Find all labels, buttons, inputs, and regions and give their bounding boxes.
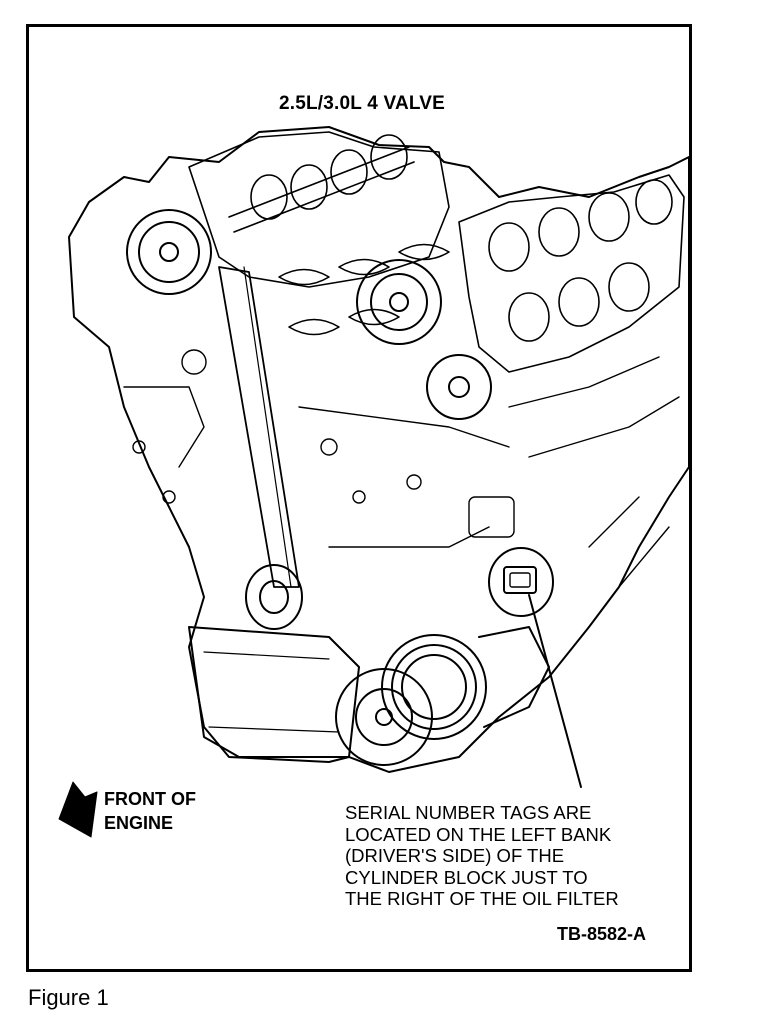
accessory-pulley bbox=[381, 626, 550, 740]
crankshaft-nose bbox=[245, 564, 303, 630]
front-label-line: ENGINE bbox=[104, 813, 174, 833]
oil-filter-area bbox=[488, 547, 554, 617]
engine-illustration bbox=[58, 126, 689, 838]
figure-title: 2.5L/3.0L 4 VALVE bbox=[278, 93, 446, 114]
drawing-code: TB-8582-A bbox=[557, 924, 647, 944]
left-head bbox=[188, 131, 450, 288]
oil-pan bbox=[188, 626, 360, 758]
front-of-engine-label: FRONT OF ENGINE bbox=[104, 787, 196, 835]
figure-caption: Figure 1 bbox=[28, 985, 109, 1010]
engine-block-outline bbox=[68, 126, 689, 773]
figure-frame: 2.5L/3.0L 4 VALVE FRONT OF ENGINE SERIAL… bbox=[26, 24, 692, 972]
left-cam-sprocket bbox=[126, 209, 212, 295]
block-details bbox=[123, 349, 680, 588]
note-line: CYLINDER BLOCK JUST TO bbox=[345, 866, 588, 888]
serial-number-note: SERIAL NUMBER TAGS ARE LOCATED ON THE LE… bbox=[345, 802, 619, 910]
left-camshaft bbox=[228, 134, 415, 233]
note-line: THE RIGHT OF THE OIL FILTER bbox=[345, 888, 619, 909]
front-label-line: FRONT OF bbox=[104, 789, 196, 809]
right-head bbox=[458, 174, 685, 373]
right-camshaft bbox=[488, 179, 673, 342]
right-cam-sprocket bbox=[356, 259, 492, 420]
timing-chain-guide bbox=[218, 266, 300, 588]
front-arrow-icon bbox=[58, 781, 98, 838]
note-line: LOCATED ON THE LEFT BANK bbox=[345, 823, 612, 845]
leader-line bbox=[528, 594, 582, 788]
crank-pulley bbox=[335, 668, 433, 766]
note-line: SERIAL NUMBER TAGS ARE bbox=[345, 802, 592, 823]
note-line: (DRIVER'S SIDE) OF THE bbox=[345, 845, 565, 866]
